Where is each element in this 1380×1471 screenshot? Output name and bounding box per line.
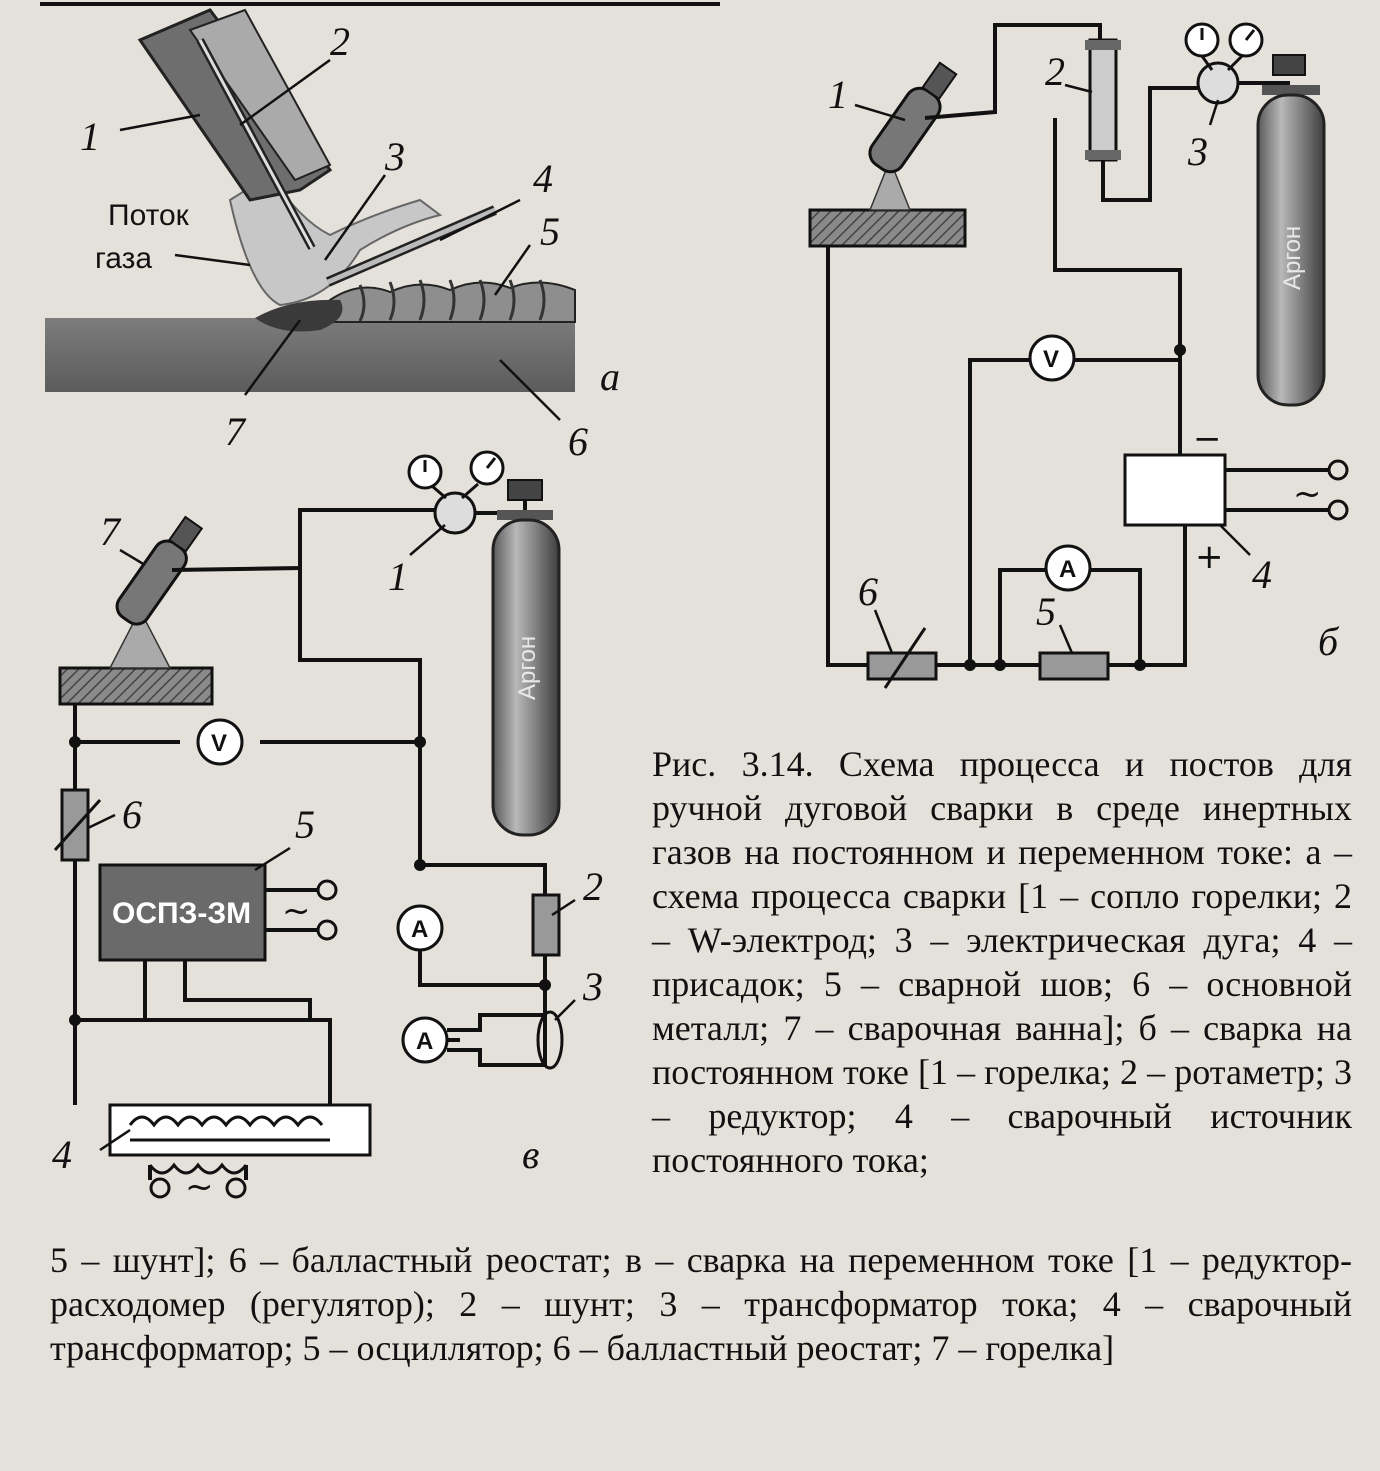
figure-v: Аргон V A A ОСПЗ-ЗМ [52, 450, 603, 1207]
fig-v-workpiece [58, 666, 214, 706]
fig-v-torch [115, 515, 204, 626]
fig-a-part-label: а [600, 354, 620, 399]
fig-v-argon-cylinder [491, 518, 561, 837]
figure-caption-tail: 5 – шунт]; 6 – балластный реостат; в – с… [50, 1238, 1352, 1370]
fig-v-shunt [531, 893, 561, 957]
fig-b-torch [868, 61, 958, 174]
gas-flow-label-line1: Поток [108, 199, 190, 232]
fig-v-welding-transformer [108, 1103, 372, 1157]
figure-b: Аргон V A − + ~ [808, 22, 1349, 689]
fig-b-reducer [1196, 61, 1240, 105]
fig-a-label-2: 2 [330, 19, 350, 64]
fig-v-rheostat [60, 788, 90, 862]
fig-v-ammeter-symbol: A [411, 916, 428, 943]
fig-b-label-5: 5 [1036, 589, 1056, 634]
fig-v-ammeter-ct-symbol: A [416, 1028, 433, 1055]
fig-a-label-4: 4 [533, 156, 553, 201]
fig-v-label-7: 7 [100, 509, 122, 554]
fig-v-ammeter [396, 904, 444, 952]
fig-b-argon-cylinder [1256, 93, 1326, 407]
caption-part-a: а – схема процесса сварки [1 – сопло гор… [652, 832, 1353, 1048]
caption-title: Рис. 3.14. Схема процесса и постов для р… [652, 744, 1352, 872]
fig-b-plus: + [1195, 537, 1224, 577]
fig-v-part-label: в [522, 1132, 539, 1177]
fig-v-oscillator-label: ОСПЗ-ЗМ [112, 897, 251, 930]
gas-flow-cone [228, 173, 443, 307]
fig-b-label-2: 2 [1045, 49, 1065, 94]
fig-a-label-5: 5 [540, 209, 560, 254]
weld-pool [255, 299, 343, 332]
fig-a-label-7: 7 [225, 409, 247, 454]
fig-v-oscillator [98, 863, 267, 962]
fig-v-label-3: 3 [582, 964, 603, 1009]
fig-b-part-label: б [1318, 619, 1340, 664]
fig-v-label-2: 2 [583, 864, 603, 909]
fig-v-label-4: 4 [52, 1132, 72, 1177]
fig-v-label-6: 6 [122, 792, 142, 837]
fig-v-ammeter-ct [401, 1016, 449, 1064]
fig-v-osc-ac-symbol: ~ [282, 891, 311, 931]
fig-a-label-1: 1 [80, 114, 100, 159]
figure-a: 1 2 3 4 5 6 7 Поток газа а [45, 8, 620, 464]
figure-caption: Рис. 3.14. Схема процесса и постов для р… [652, 742, 1352, 1182]
fig-b-rheostat [866, 651, 938, 681]
fig-v-transformer-ac-symbol: ~ [185, 1167, 214, 1207]
fig-b-label-1: 1 [828, 72, 848, 117]
caption-part-b-tail: 5 – шунт]; 6 – балластный реостат; [50, 1240, 612, 1280]
fig-b-dc-source [1123, 453, 1227, 527]
fig-v-label-1: 1 [388, 554, 408, 599]
fig-b-voltmeter [1028, 334, 1076, 382]
fig-b-shunt [1038, 651, 1110, 681]
fig-b-ac-symbol: ~ [1293, 474, 1322, 514]
fig-b-cylinder-label: Аргон [1279, 226, 1306, 290]
fig-v-current-transformer [536, 1010, 564, 1070]
fig-a-label-3: 3 [384, 134, 405, 179]
gas-flow-label-line2: газа [95, 242, 152, 275]
fig-b-label-3: 3 [1187, 129, 1208, 174]
fig-b-ammeter-symbol: A [1059, 556, 1076, 583]
fig-v-label-5: 5 [295, 802, 315, 847]
fig-b-label-4: 4 [1252, 552, 1272, 597]
fig-b-label-6: 6 [858, 569, 878, 614]
fig-b-gas-hose [924, 23, 1102, 120]
caption-part-b: б – сварка на постоянном токе [1 – горел… [652, 1008, 1353, 1180]
fig-v-voltmeter-symbol: V [211, 730, 227, 757]
fig-b-ammeter [1044, 544, 1092, 592]
fig-b-voltmeter-symbol: V [1043, 346, 1059, 373]
fig-v-voltmeter [196, 718, 244, 766]
fig-b-workpiece [808, 208, 967, 248]
fig-b-minus: − [1193, 419, 1222, 459]
caption-part-v: в – сварка на переменном токе [1 – редук… [50, 1240, 1353, 1368]
fig-a-label-6: 6 [568, 419, 588, 464]
fig-b-rotameter [1088, 38, 1118, 162]
fig-v-cylinder-label: Аргон [514, 636, 541, 700]
